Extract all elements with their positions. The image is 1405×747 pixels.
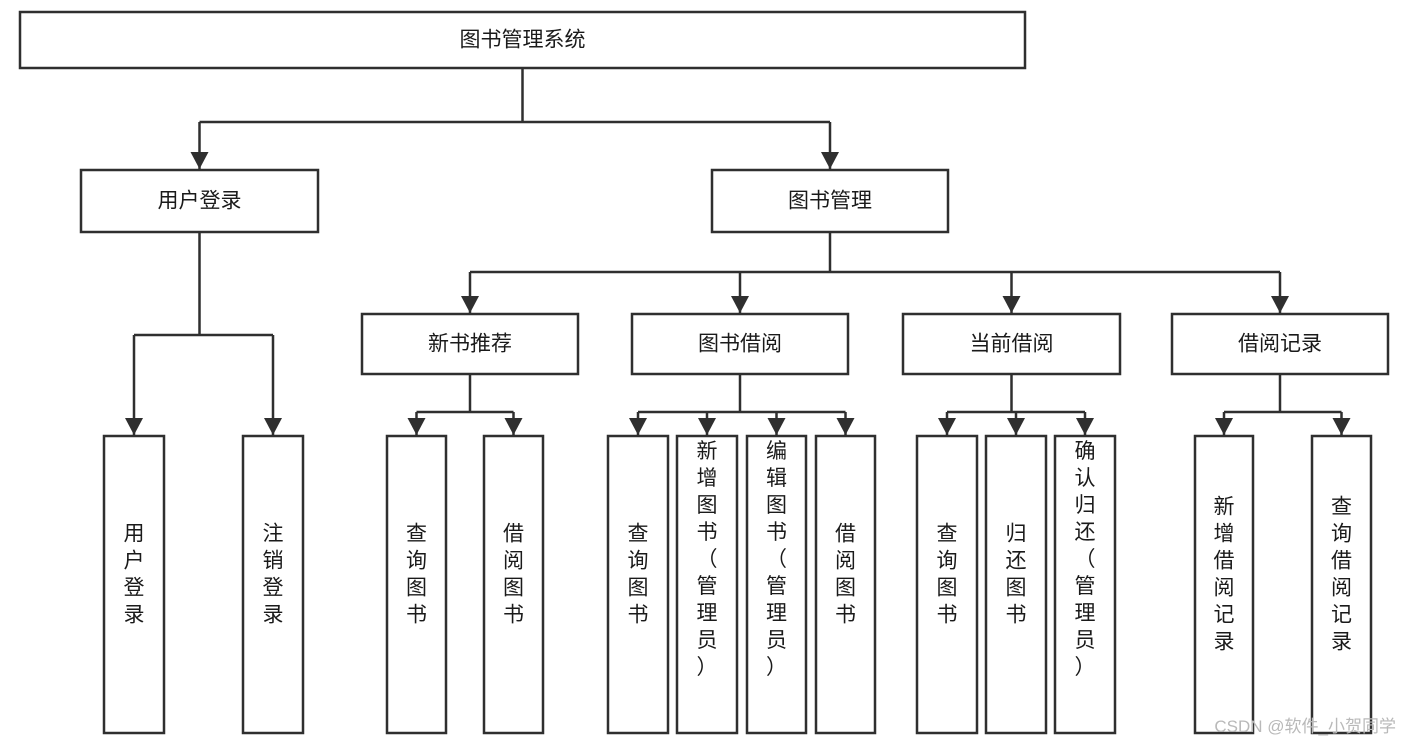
node-leaf-query-borrow-record[interactable]: 查询借阅记录 — [1310, 434, 1373, 735]
node-box-user-login — [79, 168, 320, 234]
node-label-leaf-query-book-current: 查询图书 — [937, 523, 958, 627]
node-box-leaf-query-book-recommend — [385, 434, 448, 735]
node-label-book-borrow: 图书借阅 — [698, 333, 782, 356]
node-leaf-query-book-borrow[interactable]: 查询图书 — [606, 434, 670, 735]
connector-book-borrow-arrow-1 — [698, 418, 716, 435]
node-leaf-add-borrow-record[interactable]: 新增借阅记录 — [1193, 434, 1255, 735]
node-label-user-login: 用户登录 — [158, 190, 242, 213]
connector-book-management-arrow-1 — [731, 296, 749, 313]
node-box-leaf-query-book-borrow — [606, 434, 670, 735]
node-book-borrow[interactable]: 图书借阅 — [630, 312, 850, 376]
node-user-login[interactable]: 用户登录 — [79, 168, 320, 234]
node-box-leaf-return-book — [984, 434, 1048, 735]
node-label-leaf-edit-book: 编辑图书（管理员） — [766, 440, 787, 679]
connector-book-management-arrow-2 — [1002, 296, 1021, 313]
node-label-new-book-recommend: 新书推荐 — [428, 333, 512, 356]
node-label-borrow-records: 借阅记录 — [1238, 333, 1322, 356]
node-box-leaf-user-login — [102, 434, 166, 735]
node-leaf-borrow-book[interactable]: 借阅图书 — [814, 434, 877, 735]
node-current-borrow[interactable]: 当前借阅 — [901, 312, 1122, 376]
node-new-book-recommend[interactable]: 新书推荐 — [360, 312, 580, 376]
node-box-borrow-records — [1170, 312, 1390, 376]
node-label-leaf-add-book: 新增图书（管理员） — [697, 440, 718, 679]
node-box-leaf-add-book — [675, 434, 739, 735]
node-box-leaf-add-borrow-record — [1193, 434, 1255, 735]
connector-new-book-recommend-arrow-0 — [407, 418, 426, 435]
nodes-layer: 图书管理系统用户登录图书管理新书推荐图书借阅当前借阅借阅记录用户登录注销登录查询… — [18, 10, 1390, 735]
node-label-leaf-query-borrow-record: 查询借阅记录 — [1331, 496, 1352, 654]
node-box-book-borrow — [630, 312, 850, 376]
connector-root-arrow-0 — [190, 152, 209, 169]
connector-user-login-arrow-0 — [125, 418, 143, 435]
connector-current-borrow-arrow-1 — [1007, 418, 1025, 435]
node-label-current-borrow: 当前借阅 — [970, 333, 1054, 356]
node-box-root — [18, 10, 1027, 70]
node-box-leaf-borrow-book — [814, 434, 877, 735]
node-label-root: 图书管理系统 — [460, 29, 586, 52]
node-box-leaf-borrow-book-recommend — [482, 434, 545, 735]
node-box-leaf-query-book-current — [915, 434, 979, 735]
node-label-leaf-logout: 注销登录 — [263, 523, 284, 627]
node-label-leaf-return-book: 归还图书 — [1006, 523, 1027, 627]
connectors-layer — [125, 68, 1351, 435]
connector-root-arrow-1 — [821, 152, 839, 169]
node-label-leaf-borrow-book-recommend: 借阅图书 — [503, 523, 524, 627]
node-label-leaf-query-book-recommend: 查询图书 — [406, 523, 427, 627]
node-leaf-borrow-book-recommend[interactable]: 借阅图书 — [482, 434, 545, 735]
node-box-book-management — [710, 168, 950, 234]
connector-book-borrow-arrow-2 — [767, 418, 786, 435]
node-leaf-user-login[interactable]: 用户登录 — [102, 434, 166, 735]
node-box-current-borrow — [901, 312, 1122, 376]
connector-borrow-records-arrow-0 — [1215, 418, 1233, 435]
node-label-leaf-add-borrow-record: 新增借阅记录 — [1214, 496, 1235, 654]
connector-new-book-recommend-arrow-1 — [504, 418, 523, 435]
node-label-leaf-query-book-borrow: 查询图书 — [628, 523, 649, 627]
node-leaf-logout[interactable]: 注销登录 — [241, 434, 305, 735]
connector-current-borrow-arrow-0 — [938, 418, 956, 435]
connector-current-borrow-arrow-2 — [1076, 418, 1094, 435]
node-leaf-query-book-current[interactable]: 查询图书 — [915, 434, 979, 735]
node-label-leaf-confirm-return: 确认归还（管理员） — [1075, 440, 1096, 679]
node-leaf-edit-book[interactable]: 编辑图书（管理员） — [745, 434, 808, 735]
node-root[interactable]: 图书管理系统 — [18, 10, 1027, 70]
connector-borrow-records-arrow-1 — [1332, 418, 1351, 435]
node-box-leaf-confirm-return — [1053, 434, 1117, 735]
node-label-leaf-borrow-book: 借阅图书 — [835, 523, 856, 627]
node-box-leaf-logout — [241, 434, 305, 735]
node-leaf-confirm-return[interactable]: 确认归还（管理员） — [1053, 434, 1117, 735]
node-box-leaf-edit-book — [745, 434, 808, 735]
connector-book-management-arrow-3 — [1271, 296, 1289, 313]
connector-book-borrow-arrow-3 — [836, 418, 855, 435]
connector-book-management-arrow-0 — [461, 296, 479, 313]
node-box-new-book-recommend — [360, 312, 580, 376]
node-box-leaf-query-borrow-record — [1310, 434, 1373, 735]
node-leaf-query-book-recommend[interactable]: 查询图书 — [385, 434, 448, 735]
node-leaf-return-book[interactable]: 归还图书 — [984, 434, 1048, 735]
watermark-label: CSDN @软件_小贺同学 — [1214, 717, 1396, 736]
connector-book-borrow-arrow-0 — [629, 418, 647, 435]
node-book-management[interactable]: 图书管理 — [710, 168, 950, 234]
node-label-book-management: 图书管理 — [788, 190, 872, 213]
node-label-leaf-user-login: 用户登录 — [124, 523, 145, 627]
connector-user-login-arrow-1 — [264, 418, 282, 435]
node-leaf-add-book[interactable]: 新增图书（管理员） — [675, 434, 739, 735]
node-borrow-records[interactable]: 借阅记录 — [1170, 312, 1390, 376]
